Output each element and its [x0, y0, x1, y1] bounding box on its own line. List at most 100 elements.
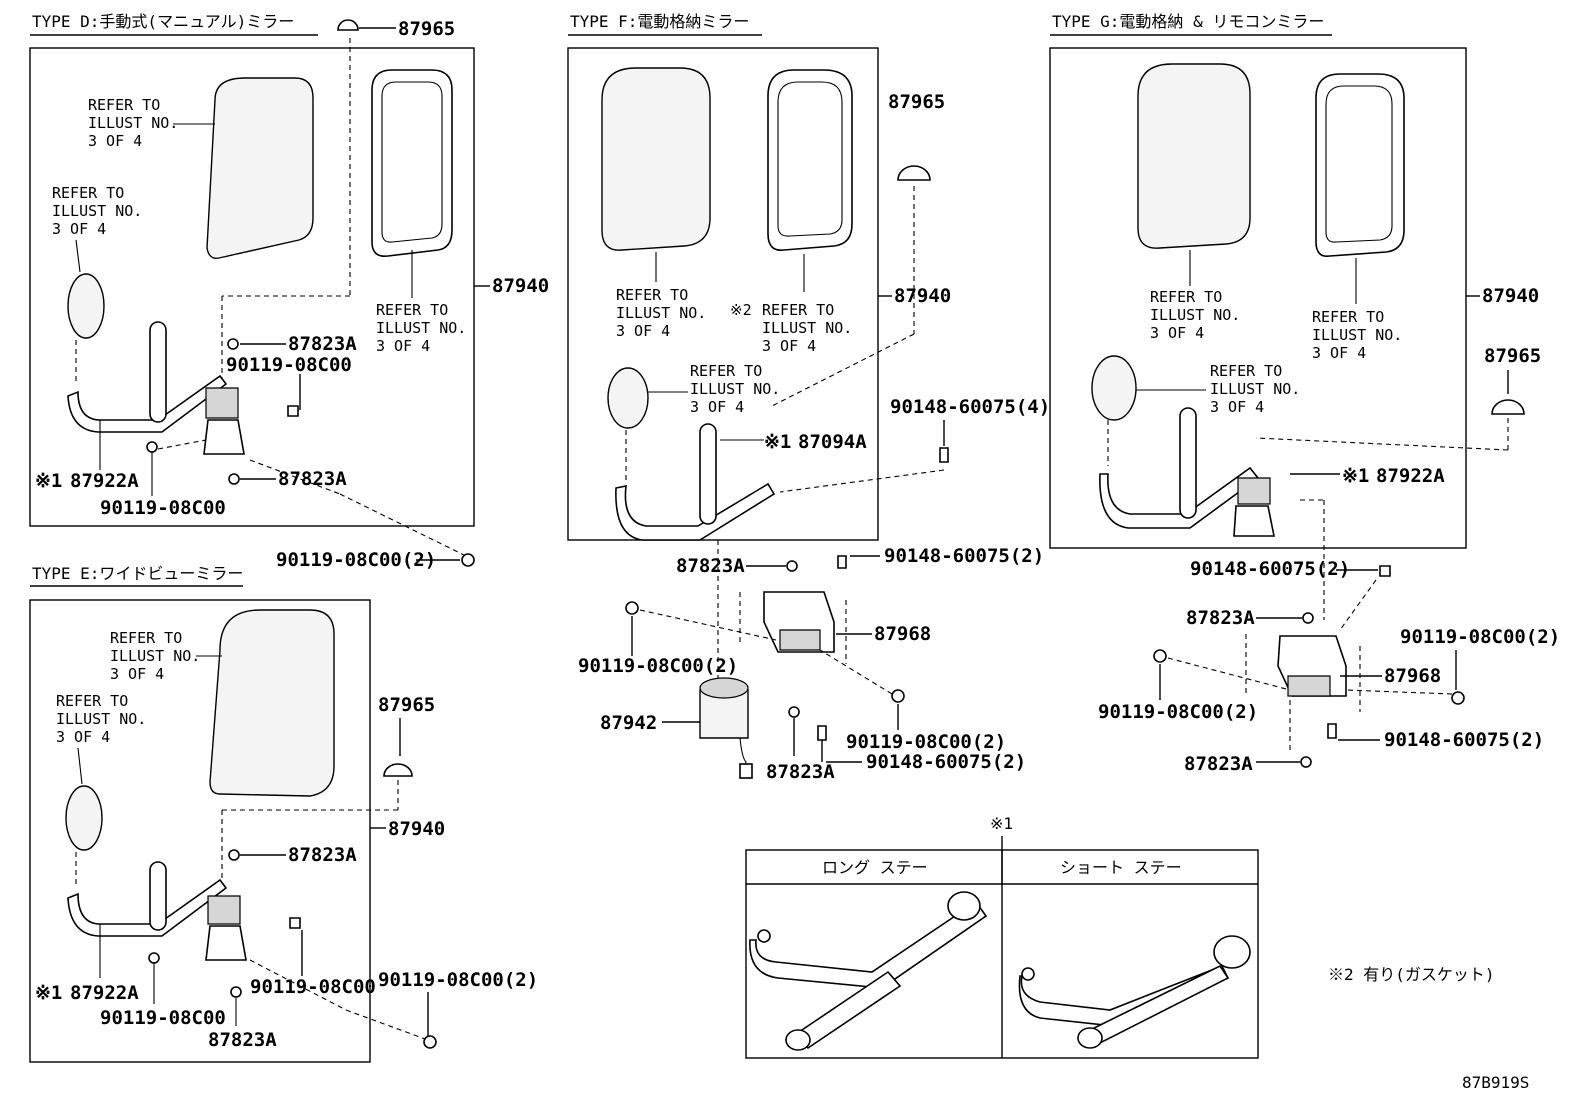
part-87823A-label: 87823A — [676, 555, 745, 577]
short-stay-tip-icon — [1021, 967, 1035, 981]
part-87942-label: 87942 — [600, 712, 657, 734]
part-90119-2-label: 90119-08C00(2) — [1098, 701, 1258, 723]
side-lamp-icon — [1091, 355, 1137, 421]
connector-icon — [739, 763, 753, 779]
part-87823A-label: 87823A — [288, 333, 357, 355]
part-90148-2-label: 90148-60075(2) — [866, 751, 1026, 773]
refer-text: 3 OF 4 — [1312, 344, 1366, 362]
long-stay-end-icon — [785, 1029, 811, 1051]
screw-icon — [817, 725, 827, 741]
stay-post-icon — [1179, 407, 1197, 519]
refer-text: ILLUST NO. — [690, 380, 780, 398]
cap-87965-icon — [337, 19, 359, 31]
type-e-section: TYPE E:ワイドビューミラー REFER TO ILLUST NO. 3 O… — [29, 564, 538, 1063]
side-lamp-icon — [67, 273, 105, 339]
part-90119-label: 90119-08C00 — [100, 497, 226, 519]
note-mark: ※1 — [35, 470, 62, 492]
mirror-glass-icon — [206, 77, 314, 259]
refer-text: ILLUST NO. — [56, 710, 146, 728]
hinge-icon — [779, 629, 821, 651]
part-90119-2-label: 90119-08C00(2) — [276, 549, 436, 571]
screw-icon — [939, 447, 949, 463]
refer-text: 3 OF 4 — [762, 337, 816, 355]
stay-arm-icon — [615, 482, 776, 541]
mirror-frame-icon — [1315, 73, 1405, 258]
stay-comparison-table: ※1 ロング ステー ショート ステー — [745, 814, 1259, 1059]
refer-text: ILLUST NO. — [1150, 306, 1240, 324]
type-d-header: TYPE D:手動式(マニュアル)ミラー — [32, 12, 294, 31]
screw-icon — [1327, 723, 1337, 739]
long-stay-mount-icon — [947, 891, 981, 921]
refer-text: REFER TO — [56, 692, 128, 710]
part-87094A-label: 87094A — [798, 431, 867, 453]
long-stay-tip-icon — [757, 929, 771, 943]
refer-text: REFER TO — [690, 362, 762, 380]
stay-arm-icon — [67, 878, 228, 937]
part-90148-4-label: 90148-60075(4) — [890, 396, 1050, 418]
refer-text: 3 OF 4 — [690, 398, 744, 416]
stay-arm-icon — [1099, 466, 1260, 529]
diagram-code: 87B919S — [1462, 1073, 1529, 1092]
part-87922A-label: 87922A — [1376, 465, 1445, 487]
refer-text: ILLUST NO. — [616, 304, 706, 322]
type-g-frame — [1049, 47, 1467, 549]
part-87940-label: 87940 — [1482, 285, 1539, 307]
refer-text: REFER TO — [88, 96, 160, 114]
part-90119-label: 90119-08C00 — [226, 354, 352, 376]
refer-text: 3 OF 4 — [1210, 398, 1264, 416]
part-87965-label: 87965 — [398, 18, 455, 40]
bolt-icon — [146, 441, 158, 453]
screw-icon — [1379, 565, 1391, 577]
part-87823A-label: 87823A — [288, 844, 357, 866]
type-f-header: TYPE F:電動格納ミラー — [570, 12, 749, 31]
mirror-frame-icon — [371, 69, 453, 258]
refer-text: 3 OF 4 — [376, 337, 430, 355]
refer-text: ILLUST NO. — [52, 202, 142, 220]
part-87823A-label: 87823A — [208, 1029, 277, 1051]
bolt-icon — [1153, 649, 1167, 663]
type-f-frame — [567, 47, 879, 541]
part-87965-label: 87965 — [1484, 345, 1541, 367]
refer-text: REFER TO — [1312, 308, 1384, 326]
type-g-header: TYPE G:電動格納 & リモコンミラー — [1052, 12, 1324, 31]
part-90119-2-label: 90119-08C00(2) — [378, 969, 538, 991]
bolt-icon — [461, 553, 475, 567]
part-87823A-label: 87823A — [1184, 753, 1253, 775]
refer-text: ILLUST NO. — [1210, 380, 1300, 398]
part-87940-label: 87940 — [894, 285, 951, 307]
washer-icon — [228, 849, 240, 861]
refer-text: ILLUST NO. — [110, 647, 200, 665]
refer-text: 3 OF 4 — [1150, 324, 1204, 342]
refer-text: 3 OF 4 — [110, 665, 164, 683]
stay-arm-icon — [67, 374, 228, 433]
refer-text: 3 OF 4 — [88, 132, 142, 150]
part-87968-label: 87968 — [1384, 665, 1441, 687]
bracket-icon — [1233, 505, 1275, 537]
cap-87965-icon — [383, 763, 413, 777]
cap-87965-icon — [897, 165, 931, 181]
side-lamp-icon — [607, 367, 649, 429]
part-87940-label: 87940 — [388, 818, 445, 840]
refer-text: ILLUST NO. — [762, 319, 852, 337]
long-stay-icon — [749, 900, 988, 989]
refer-text: ILLUST NO. — [88, 114, 178, 132]
bolt-icon — [625, 601, 639, 615]
refer-text: 3 OF 4 — [52, 220, 106, 238]
refer-text: REFER TO — [1150, 288, 1222, 306]
type-d-section: TYPE D:手動式(マニュアル)ミラー 87965 REFER TO ILLU… — [29, 12, 549, 571]
short-stay-post-icon — [1084, 964, 1230, 1048]
part-90148-2-label: 90148-60075(2) — [1384, 729, 1544, 751]
washer-icon — [786, 560, 798, 572]
part-90119-2-label: 90119-08C00(2) — [578, 655, 738, 677]
short-stay-end-icon — [1077, 1027, 1103, 1049]
washer-icon — [1300, 756, 1312, 768]
part-87965-label: 87965 — [888, 91, 945, 113]
refer-text: ILLUST NO. — [1312, 326, 1402, 344]
long-stay-header: ロング ステー — [822, 858, 928, 877]
type-e-header: TYPE E:ワイドビューミラー — [32, 564, 243, 583]
part-87940-label: 87940 — [492, 275, 549, 297]
bracket-icon — [203, 419, 245, 455]
type-e-frame — [29, 599, 371, 1063]
part-90148-2-label: 90148-60075(2) — [884, 545, 1044, 567]
